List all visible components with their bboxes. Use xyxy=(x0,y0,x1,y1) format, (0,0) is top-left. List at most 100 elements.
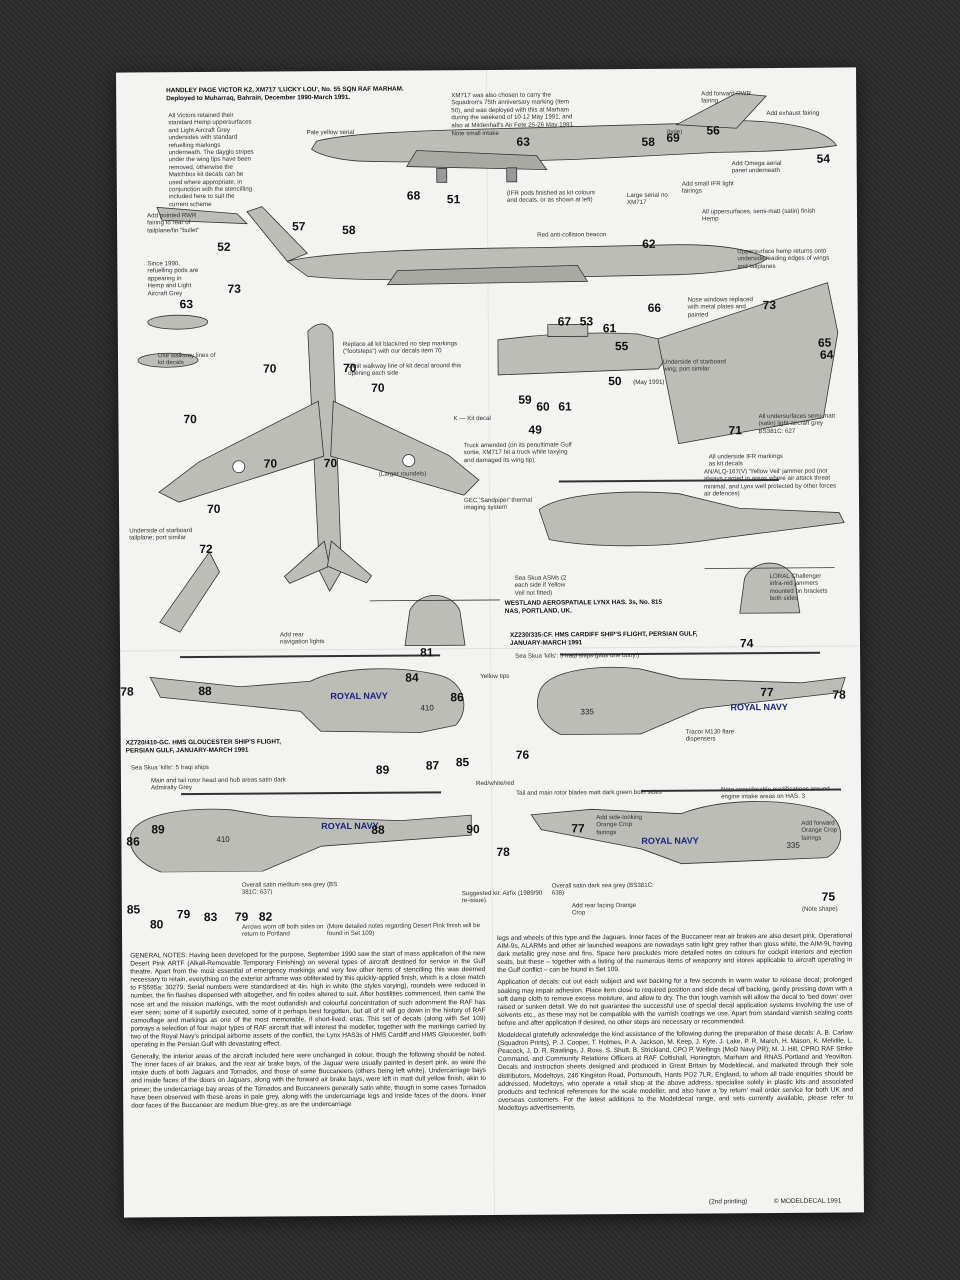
code-335: 335 xyxy=(580,707,594,716)
truck-note: Truck amended (on its penultimate Gulf s… xyxy=(463,441,572,464)
callout-87: 87 xyxy=(425,758,440,773)
callout-63: 63 xyxy=(516,134,530,149)
refuelling-pod-2 xyxy=(137,352,199,368)
omega-note: Add Omega aerial panel underneath xyxy=(731,159,782,175)
lynx-cardiff-side xyxy=(536,651,846,735)
general-notes-p1: GENERAL NOTES: Having been developed for… xyxy=(130,950,486,1049)
victor-side-view-1 xyxy=(311,92,838,183)
callout-71: 71 xyxy=(728,423,742,438)
code-410: 410 xyxy=(420,703,434,712)
lynx-front-view-1 xyxy=(369,595,500,646)
callout-73b: 73 xyxy=(762,297,777,313)
rear-crop-note: Add rear facing Orange Crop xyxy=(571,901,637,917)
code-335-2: 335 xyxy=(786,841,800,850)
callout-81: 81 xyxy=(420,645,434,660)
general-notes-p4: Application of decals: cut out each subj… xyxy=(497,976,853,1027)
rotor-head-note: Main and tail rotor head and hub areas s… xyxy=(150,776,286,792)
callout-69: 69 xyxy=(666,130,680,145)
callout-90: 90 xyxy=(466,822,480,837)
tracor-note: Tracor M130 flare dispensers xyxy=(685,728,735,744)
callout-75: 75 xyxy=(821,889,836,904)
callout-85b: 85 xyxy=(126,902,141,917)
general-notes-right: legs and wheels of this type and the Jag… xyxy=(497,932,853,1112)
lynx-gloucester-side xyxy=(149,654,465,733)
larger-roundels-note: (Larger roundels) xyxy=(378,470,427,478)
kit-decal-key: K — Kit decal xyxy=(453,414,491,423)
lynx-cardiff-side-2 xyxy=(530,788,842,865)
callout-54: 54 xyxy=(816,151,831,166)
general-notes-left: GENERAL NOTES: Having been developed for… xyxy=(130,950,486,1110)
callout-89b: 89 xyxy=(151,822,165,837)
callout-70e: 70 xyxy=(263,456,278,471)
callout-51: 51 xyxy=(446,192,461,207)
callout-88b: 88 xyxy=(371,822,385,837)
callout-70g: 70 xyxy=(207,501,221,516)
small-intake-note: Note small intake xyxy=(451,129,499,138)
replace-black-note: Replace all kit black/red no step markin… xyxy=(342,340,458,356)
arrows-note: Arrows worn off both sides on return to … xyxy=(241,923,324,939)
callout-57: 57 xyxy=(292,219,306,234)
royal-navy-marking-cardiff: ROYAL NAVY xyxy=(730,702,787,712)
code-410-2: 410 xyxy=(216,835,230,844)
nose-windows-note: Nose windows replaced with metal plates … xyxy=(687,296,753,319)
callout-70d: 70 xyxy=(183,412,197,427)
pale-yellow-note: Pale yellow serial xyxy=(306,128,355,137)
upper-semi-note: All uppersurfaces, semi-matt (satin) fin… xyxy=(701,207,816,223)
desert-pink-note: (More detailed notes regarding Desert Pi… xyxy=(326,922,481,938)
general-notes-p3: legs and wheels of this type and the Jag… xyxy=(497,932,853,975)
callout-64: 64 xyxy=(819,347,834,362)
callout-52: 52 xyxy=(217,239,231,254)
satin-dark-note: Overall satin dark sea grey (BS381C: 638… xyxy=(551,881,654,897)
general-notes-p2: Generally, the interior areas of the air… xyxy=(130,1051,487,1110)
tailplane-underside xyxy=(159,551,220,633)
callout-70b: 70 xyxy=(343,360,357,376)
callout-60: 60 xyxy=(536,399,550,414)
omit-walkway-note: Omit walkway line of kit decal around th… xyxy=(348,362,462,378)
callout-86a: 86 xyxy=(450,690,464,705)
aircraft-artwork: ROYAL NAVY ROYAL NAVY ROYAL NAVY ROYAL N… xyxy=(129,92,846,873)
callout-68: 68 xyxy=(406,188,421,203)
gec-note: GEC 'Sandpiper' thermal imaging system xyxy=(463,496,533,512)
callout-84: 84 xyxy=(405,670,419,685)
airfix-note: Suggested kit: Airfix (1989/90 re-issue)… xyxy=(461,889,543,905)
skua-asms-note: Sea Skua ASMs (2 each side if Yellow Vei… xyxy=(514,574,567,597)
forward-crop-note: Add forward Orange Crop fairings xyxy=(801,819,838,842)
cardiff-kills: Sea Skua 'kills': 5 Iraqi ships (plus on… xyxy=(515,651,640,660)
callout-58b: 58 xyxy=(342,222,356,238)
note-shape: (Note shape) xyxy=(801,905,838,913)
callout-80: 80 xyxy=(149,917,164,932)
xm717-note: XM717 was also chosen to carry the Squad… xyxy=(451,91,575,129)
all-undersurfaces-note: All undersurfaces semi-matt (satin) ligh… xyxy=(758,412,836,435)
callout-63b: 63 xyxy=(179,297,194,312)
callout-79b: 79 xyxy=(234,909,249,924)
pointed-rwr-note: Add pointed RWR fairing to rear of tailp… xyxy=(146,212,200,235)
callout-76: 76 xyxy=(515,747,530,762)
lynx-gloucester-side-2 xyxy=(129,791,472,873)
starboard-wing-underside xyxy=(657,282,839,445)
refuelling-pod-1 xyxy=(147,314,209,330)
wing-underside-note: Underside of starboard wing; port simila… xyxy=(663,358,727,374)
callout-56: 56 xyxy=(706,123,720,138)
rwr-note: Add forward RWR fairing xyxy=(701,90,751,105)
callout-58: 58 xyxy=(641,134,655,149)
victor-plan-view xyxy=(158,323,480,592)
lynx-front-view-2 xyxy=(704,562,835,614)
callout-66: 66 xyxy=(647,300,662,315)
callout-62: 62 xyxy=(642,236,656,251)
callout-49: 49 xyxy=(528,422,542,437)
callout-70a: 70 xyxy=(263,361,277,376)
yellow-tips-note: Yellow tips xyxy=(480,672,510,681)
callout-72: 72 xyxy=(199,541,213,557)
callout-70f: 70 xyxy=(323,456,338,471)
callout-73: 73 xyxy=(227,281,241,296)
victor-retained-note: All Victors retained their standard Hemp… xyxy=(168,111,254,209)
callout-61: 61 xyxy=(602,321,617,336)
ifr-fairings-note: Add small IFR light fairings xyxy=(681,180,734,196)
callout-85a: 85 xyxy=(455,755,470,770)
satin-medium-note: Overall satin medium sea grey (BS 381C: … xyxy=(241,881,338,897)
callout-53: 53 xyxy=(579,314,594,329)
ifr-pods-note: (IFR pods finished as kit colours and de… xyxy=(506,189,595,205)
callout-86b: 86 xyxy=(126,834,140,849)
royal-navy-marking-gloucester: ROYAL NAVY xyxy=(330,691,387,701)
ifr-markings-note: All underside IFR markings as kit decals xyxy=(708,452,784,468)
